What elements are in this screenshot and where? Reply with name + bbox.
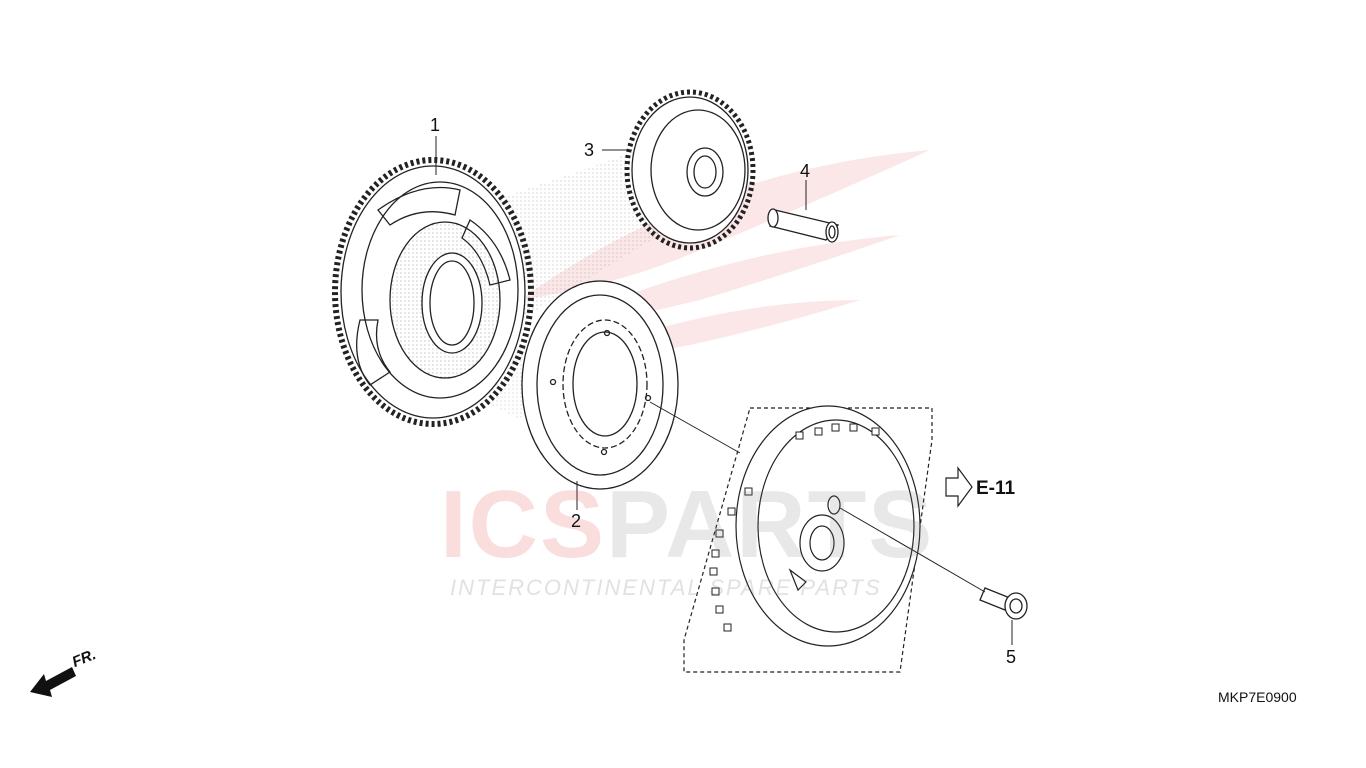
watermark-title-left: ICS [440, 471, 607, 578]
diagram-code: MKP7E0900 [1218, 689, 1297, 705]
callout-4: 4 [800, 161, 811, 181]
part-3-small-gear[interactable] [624, 89, 756, 251]
flywheel-rotor-group [683, 405, 933, 673]
e11-reference-label: E-11 [976, 478, 1016, 499]
fr-direction-arrow-icon [30, 667, 76, 697]
part-5-bolt[interactable] [979, 587, 1028, 620]
part-2-one-way-clutch[interactable] [521, 280, 679, 490]
callout-1: 1 [430, 115, 441, 135]
part-1-large-gear[interactable] [332, 157, 534, 427]
watermark-title-right: PARTS [606, 471, 935, 578]
leader-lines [435, 136, 1013, 645]
callout-5: 5 [1006, 647, 1017, 667]
watermark-subtitle: INTERCONTINENTAL SPARE PARTS [450, 575, 882, 600]
rotor-magnet-tabs [709, 423, 880, 632]
callout-2: 2 [571, 511, 582, 531]
part-4-pin[interactable] [767, 208, 840, 243]
callout-3: 3 [584, 140, 595, 160]
watermark-title: ICSPARTS [440, 470, 934, 580]
e11-arrow-icon [945, 466, 973, 508]
